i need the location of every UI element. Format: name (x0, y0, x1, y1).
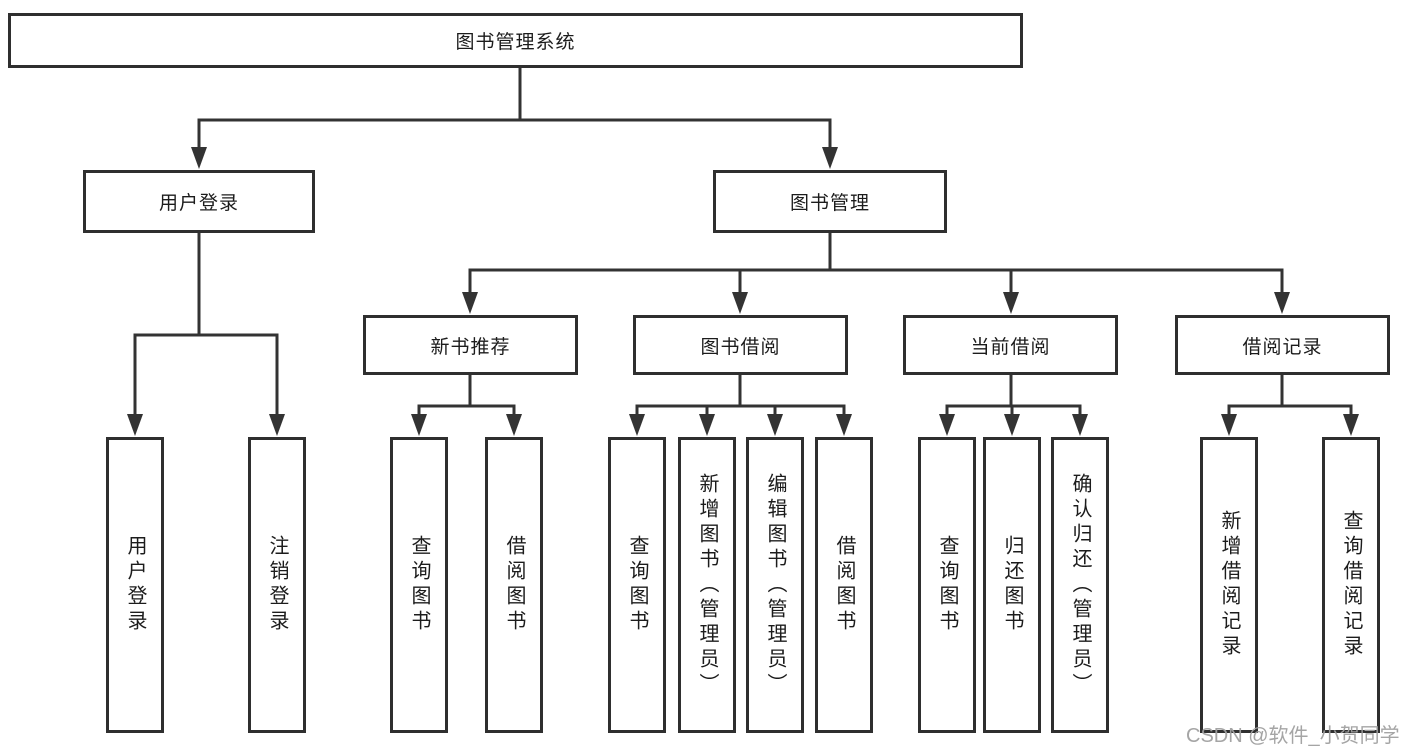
node-root-system-label: 图书管理系统 (455, 32, 576, 53)
connector-user-login-to-leaves (127, 233, 285, 436)
leaf-add-books-admin: 新增图书（管理员） (678, 437, 736, 733)
leaf-borrow-books-2-label: 借阅图书 (833, 535, 855, 635)
leaf-query-borrow-record-label: 查询借阅记录 (1340, 510, 1362, 660)
leaf-confirm-return-admin-label: 确认归还（管理员） (1069, 472, 1091, 698)
node-user-login: 用户登录 (83, 170, 315, 233)
leaf-borrow-books-2: 借阅图书 (815, 437, 873, 733)
leaf-query-books-2-label: 查询图书 (626, 535, 648, 635)
node-new-book-recommend: 新书推荐 (363, 315, 578, 375)
leaf-edit-books-admin: 编辑图书（管理员） (746, 437, 804, 733)
leaf-borrow-books-1: 借阅图书 (485, 437, 543, 733)
connector-book-borrow-to-leaves (629, 375, 852, 436)
leaf-query-books-3-label: 查询图书 (936, 535, 958, 635)
csdn-watermark: CSDN @软件_小贺同学 (1186, 725, 1400, 747)
node-current-borrow-label: 当前借阅 (970, 336, 1051, 358)
leaf-query-books-1-label: 查询图书 (408, 535, 430, 635)
leaf-borrow-books-1-label: 借阅图书 (503, 535, 525, 635)
connector-borrow-records-to-leaves (1221, 375, 1359, 436)
leaf-user-login-label: 用户登录 (124, 535, 146, 635)
leaf-query-books-3: 查询图书 (918, 437, 976, 733)
leaf-return-books: 归还图书 (983, 437, 1041, 733)
node-book-management: 图书管理 (713, 170, 947, 233)
connector-root-to-level2 (191, 68, 838, 169)
leaf-logout-label: 注销登录 (266, 535, 288, 635)
node-new-book-recommend-label: 新书推荐 (430, 336, 511, 358)
node-root-system: 图书管理系统 (8, 13, 1023, 68)
node-borrow-records: 借阅记录 (1175, 315, 1390, 375)
leaf-query-borrow-record: 查询借阅记录 (1322, 437, 1380, 733)
leaf-add-borrow-record: 新增借阅记录 (1200, 437, 1258, 733)
leaf-add-books-admin-label: 新增图书（管理员） (696, 472, 718, 698)
node-book-borrow: 图书借阅 (633, 315, 848, 375)
node-user-login-label: 用户登录 (158, 193, 239, 214)
leaf-logout: 注销登录 (248, 437, 306, 733)
leaf-confirm-return-admin: 确认归还（管理员） (1051, 437, 1109, 733)
node-borrow-records-label: 借阅记录 (1242, 336, 1323, 358)
node-book-management-label: 图书管理 (789, 193, 870, 214)
leaf-user-login: 用户登录 (106, 437, 164, 733)
node-current-borrow: 当前借阅 (903, 315, 1118, 375)
leaf-edit-books-admin-label: 编辑图书（管理员） (764, 472, 786, 698)
connector-current-borrow-to-leaves (939, 375, 1088, 436)
leaf-query-books-2: 查询图书 (608, 437, 666, 733)
node-book-borrow-label: 图书借阅 (700, 336, 781, 358)
leaf-query-books-1: 查询图书 (390, 437, 448, 733)
leaf-add-borrow-record-label: 新增借阅记录 (1218, 510, 1240, 660)
leaf-return-books-label: 归还图书 (1001, 535, 1023, 635)
connector-book-management-to-sections (462, 233, 1290, 314)
connector-new-book-to-leaves (411, 375, 522, 436)
